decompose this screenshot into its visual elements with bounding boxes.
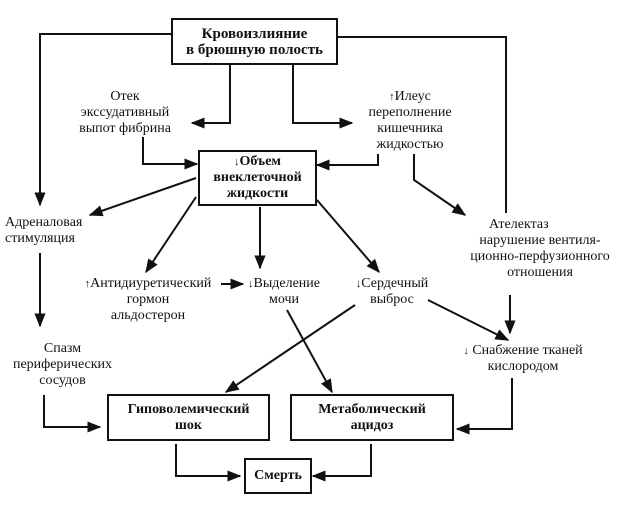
- edge-ileus-atelectasis: [413, 154, 467, 216]
- node-hemorrhage: Кровоизлияние в брюшную полость: [171, 18, 338, 65]
- node-edema-line2: экссудативный: [80, 105, 170, 120]
- node-spasm-line2: периферических: [12, 357, 113, 372]
- decrease-arrow-icon: ↓: [234, 156, 240, 168]
- increase-arrow-icon: ↑: [389, 91, 395, 103]
- edge-hemorrhage-edema: [190, 64, 231, 129]
- edge-ecf-adh: [145, 196, 197, 274]
- edge-ecf-adrenal: [88, 177, 197, 217]
- node-shock-line2: шок: [175, 417, 202, 433]
- node-urine: ↓Выделение мочи: [244, 276, 324, 308]
- edge-hemorrhage-adrenal: [34, 33, 172, 207]
- node-hemorrhage-line2: в брюшную полость: [186, 41, 323, 58]
- node-urine-line2: мочи: [268, 292, 300, 307]
- node-oxygen-line1: Снабжение тканей: [472, 343, 583, 358]
- node-ecf-line3: жидкости: [226, 186, 289, 201]
- node-ileus-line4: жидкостью: [376, 137, 444, 152]
- node-shock-line1: Гиповолемический: [127, 401, 250, 417]
- node-ecf-line1: Объем: [239, 154, 281, 169]
- node-acidosis-line2: ацидоз: [350, 417, 394, 433]
- node-acidosis: Метаболический ацидоз: [290, 394, 454, 441]
- edge-spasm-shock: [43, 395, 102, 433]
- edge-shock-death: [175, 444, 242, 482]
- node-adrenal-line1: Адреналовая: [5, 215, 83, 230]
- edge-cardiac-oxygen: [427, 299, 510, 341]
- node-atelectasis-line3: ционно-перфузионного: [470, 249, 610, 264]
- edge-oxygen-acidosis: [455, 378, 513, 435]
- node-atelectasis-line2: нарушение вентиля-: [479, 233, 601, 248]
- node-edema: Отек экссудативный выпот фибрина: [60, 89, 190, 137]
- node-death: Смерть: [244, 458, 312, 494]
- edge-ecf-cardiac: [316, 199, 380, 274]
- node-oxygen: ↓ Снабжение тканей кислородом: [448, 343, 598, 375]
- increase-arrow-icon: ↑: [84, 278, 91, 290]
- node-adh-line3: альдостерон: [110, 308, 186, 323]
- node-edema-line1: Отек: [110, 89, 140, 104]
- node-shock: Гиповолемический шок: [107, 394, 270, 441]
- edge-urine-acidosis: [286, 309, 333, 394]
- node-spasm-line1: Спазм: [43, 341, 82, 356]
- node-adh-line1: Антидиуретический: [90, 276, 212, 291]
- node-adh: ↑Антидиуретический гормон альдостерон: [74, 276, 222, 324]
- edge-hemorrhage-ileus: [292, 64, 354, 129]
- node-hemorrhage-line1: Кровоизлияние: [201, 25, 308, 42]
- node-ecf-line2: внеклеточной: [213, 170, 302, 185]
- node-ecf: ↓Объем внеклеточной жидкости: [198, 150, 317, 206]
- node-atelectasis-line1: Ателектаз: [489, 217, 549, 232]
- node-adrenal-line2: стимуляция: [5, 231, 75, 246]
- node-acidosis-line1: Метаболический: [318, 401, 426, 417]
- edge-cardiac-shock: [224, 304, 356, 393]
- node-spasm: Спазм периферических сосудов: [5, 341, 120, 389]
- node-edema-line3: выпот фибрина: [79, 121, 171, 136]
- node-adrenal: Адреналовая стимуляция: [5, 215, 100, 247]
- decrease-arrow-icon: ↓: [463, 345, 469, 357]
- decrease-arrow-icon: ↓: [355, 278, 362, 290]
- decrease-arrow-icon: ↓: [248, 278, 254, 290]
- node-ileus: ↑Илеус переполнение кишечника жидкостью: [360, 89, 460, 153]
- node-ileus-line2: переполнение: [368, 105, 452, 120]
- edge-hemorrhage-atelectasis: [338, 36, 507, 213]
- node-cardiac: ↓Сердечный выброс: [351, 276, 433, 308]
- node-urine-line1: Выделение: [253, 276, 320, 291]
- node-death-line1: Смерть: [254, 468, 302, 483]
- node-oxygen-line2: кислородом: [487, 359, 559, 374]
- node-atelectasis-line4: отношения: [507, 265, 573, 280]
- edge-acidosis-death: [311, 444, 372, 482]
- node-spasm-line3: сосудов: [39, 373, 86, 388]
- edge-ileus-ecf: [315, 154, 379, 171]
- node-atelectasis: Ателектаз нарушение вентиля- ционно-перф…: [455, 217, 625, 281]
- edge-edema-ecf: [142, 137, 199, 170]
- node-ileus-line3: кишечника: [377, 121, 443, 136]
- node-cardiac-line2: выброс: [370, 292, 414, 307]
- node-cardiac-line1: Сердечный: [361, 276, 429, 291]
- node-ileus-line1: Илеус: [394, 89, 431, 104]
- node-adh-line2: гормон: [126, 292, 170, 307]
